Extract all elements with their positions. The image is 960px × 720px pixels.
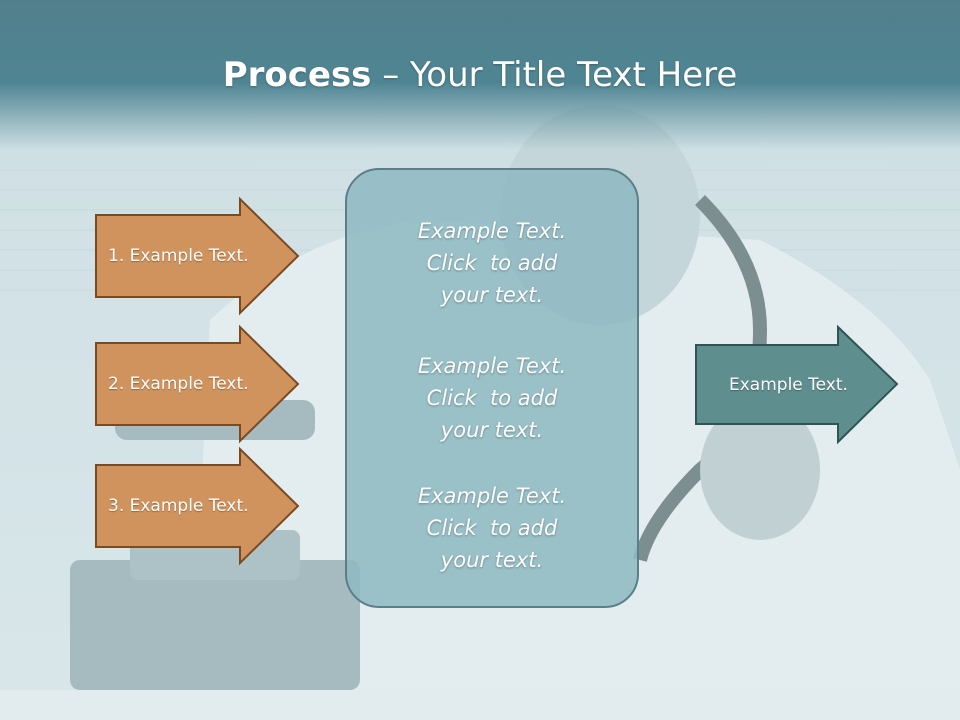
block-1-line-3: your text.: [440, 283, 544, 307]
block-2-line-2: Click to add: [426, 386, 558, 410]
title-bar: [0, 0, 960, 150]
result-arrow[interactable]: Example Text.: [695, 324, 900, 445]
block-3-line-3: your text.: [440, 548, 544, 572]
title-rest-text: – Your Title Text Here: [371, 55, 738, 95]
process-arrow-2-label: 2. Example Text.: [108, 374, 249, 394]
result-arrow-label: Example Text.: [729, 375, 848, 395]
center-text-block-1: Example Text. Click to add your text.: [347, 215, 637, 311]
block-1-line-2: Click to add: [426, 251, 558, 275]
center-text-block-2: Example Text. Click to add your text.: [347, 350, 637, 446]
block-2-line-1: Example Text.: [417, 354, 567, 378]
block-3-line-1: Example Text.: [417, 484, 567, 508]
process-arrow-1[interactable]: 1. Example Text.: [95, 196, 300, 316]
center-text-block-3: Example Text. Click to add your text.: [347, 480, 637, 576]
block-2-line-3: your text.: [440, 418, 544, 442]
process-arrow-3[interactable]: 3. Example Text.: [95, 446, 300, 566]
process-arrow-2[interactable]: 2. Example Text.: [95, 324, 300, 444]
process-arrow-1-label: 1. Example Text.: [108, 246, 249, 266]
center-text-box[interactable]: Example Text. Click to add your text. Ex…: [345, 168, 639, 608]
process-arrow-3-label: 3. Example Text.: [108, 496, 249, 516]
title-bold-text: Process: [222, 55, 372, 95]
slide-title[interactable]: Process – Your Title Text Here: [0, 54, 960, 96]
block-3-line-2: Click to add: [426, 516, 558, 540]
block-1-line-1: Example Text.: [417, 219, 567, 243]
